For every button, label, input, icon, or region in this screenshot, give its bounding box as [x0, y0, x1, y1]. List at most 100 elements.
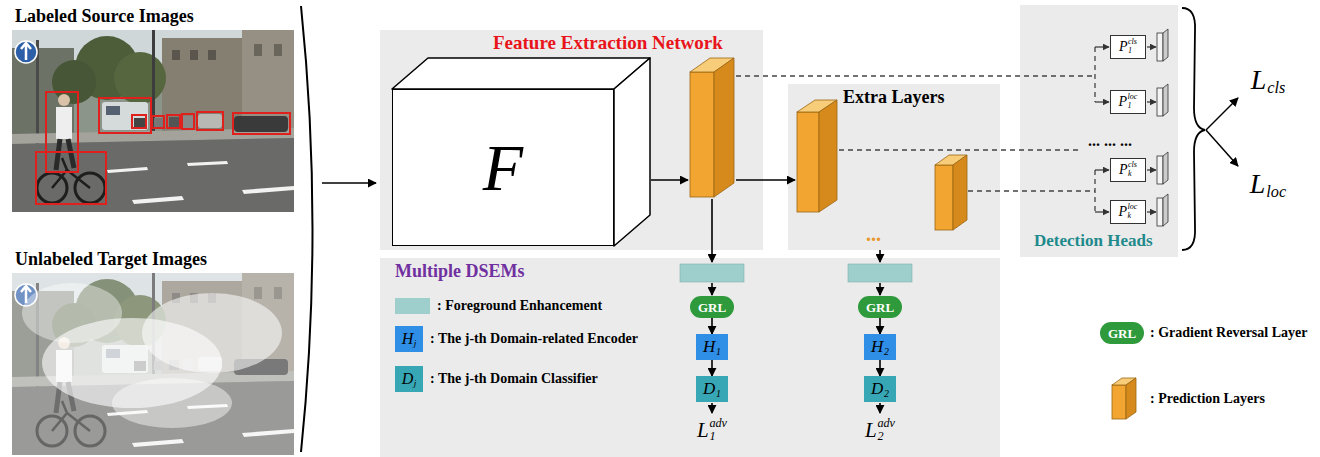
flow-arrow	[711, 199, 713, 262]
symbol-text: P	[1119, 163, 1128, 177]
script-stack: adv2	[877, 417, 895, 443]
symbol-text: H	[703, 338, 715, 355]
legend-text: : Prediction Layers	[1150, 392, 1265, 406]
encoder-box: H2	[864, 334, 896, 360]
classifier-box: D2	[864, 376, 896, 402]
box-label: GRL	[698, 301, 726, 314]
target-photo	[12, 273, 294, 455]
legend-symbol: GRL	[1108, 327, 1136, 340]
panel-ground	[380, 5, 1178, 457]
script-stack: loc1	[1128, 93, 1138, 110]
subscript-text: 1	[1128, 102, 1132, 111]
output-map	[1157, 88, 1163, 116]
output-map	[1163, 29, 1168, 61]
script-stack: j	[414, 330, 417, 349]
legend-swatch	[395, 298, 430, 314]
script-stack: lock	[1128, 203, 1138, 220]
legend-cube	[1126, 378, 1136, 419]
symbol-text: L	[865, 420, 877, 441]
prediction-layer	[797, 112, 819, 212]
box-label: H1	[703, 337, 721, 357]
symbol-text: GRL	[1108, 327, 1136, 340]
subscript-text: 1	[1128, 47, 1132, 56]
subscript-text: 2	[884, 389, 889, 399]
target-photo	[142, 293, 282, 373]
head-box: Pclsk	[1110, 158, 1146, 182]
dashed-route	[736, 75, 1095, 76]
head-box: Plock	[1110, 200, 1146, 224]
flow-arrow	[879, 403, 881, 413]
input-bracket	[301, 6, 313, 452]
detection-heads-panel: Detection HeadsPcls1Ploc1PclskPlock	[1020, 5, 1178, 257]
box-label: Ploc1	[1119, 93, 1138, 110]
subscript-text: 1	[716, 347, 721, 357]
target-photo	[112, 378, 232, 428]
script-stack: 1	[716, 337, 721, 357]
dashed-route	[736, 47, 1095, 212]
head-box: Pcls1	[1110, 35, 1146, 59]
bounding-box	[99, 98, 151, 133]
dashed-route	[1094, 170, 1095, 212]
classifier-box: D1	[696, 376, 728, 402]
head-arrow	[1147, 169, 1156, 170]
source-photo	[12, 30, 294, 212]
image-heading: Labeled Source Images	[15, 7, 194, 25]
subscript-text: j	[414, 339, 417, 349]
bounding-box	[36, 92, 290, 204]
superscript-text: cls	[1128, 161, 1137, 170]
backbone-box: F	[392, 89, 614, 246]
box-label: H2	[871, 337, 889, 357]
loss-symbol: Lcls	[1251, 63, 1286, 96]
superscript-text: adv	[709, 417, 727, 430]
output-map	[1163, 152, 1168, 184]
subscript-text: k	[1128, 212, 1132, 221]
connector-arrow	[879, 360, 881, 376]
legend-text: : Foreground Enhancement	[437, 299, 602, 313]
backbone-faces	[614, 58, 650, 246]
head-arrow	[1095, 47, 1156, 212]
dashed-route	[839, 149, 1078, 150]
head-arrow	[1147, 46, 1156, 47]
box-label: D2	[871, 379, 889, 399]
box-text: GRL	[698, 301, 726, 314]
prediction-layer	[953, 155, 967, 230]
superscript-text: adv	[877, 417, 895, 430]
legend-cube	[1112, 385, 1126, 419]
bounding-box	[152, 116, 164, 128]
box-label: F	[483, 135, 523, 201]
script-stack: 2	[884, 379, 889, 399]
bounding-box	[36, 152, 106, 204]
subscript-text: 1	[716, 389, 721, 399]
flow-arrow	[711, 403, 713, 413]
dashed-route	[968, 190, 1095, 191]
legend-text: : Gradient Reversal Layer	[1150, 326, 1307, 340]
script-stack: adv1	[709, 417, 727, 443]
symbol-text: P	[1119, 95, 1128, 109]
superscript-text: loc	[1128, 203, 1138, 212]
subscript-text: 1	[709, 430, 715, 443]
panel-title: Extra Layers	[843, 88, 944, 106]
subscript-text: loc	[1266, 184, 1286, 201]
head-arrow	[1095, 101, 1109, 102]
head-arrow	[1147, 101, 1156, 102]
box-text: GRL	[866, 301, 894, 314]
connector-arrow	[711, 360, 713, 376]
panel-title: Multiple DSEMs	[395, 262, 525, 280]
foreground-enhancement	[680, 264, 912, 282]
network-panel: Feature Extraction NetworkF	[380, 30, 763, 250]
symbol-text: L	[1251, 66, 1267, 94]
backbone-faces	[392, 58, 650, 89]
script-stack: 1	[716, 379, 721, 399]
output-map	[1157, 198, 1163, 226]
script-stack: cls1	[1128, 38, 1137, 55]
bounding-box	[182, 114, 194, 129]
bounding-box	[167, 115, 180, 128]
panel-ground	[380, 30, 763, 250]
script-stack: j	[414, 370, 417, 389]
symbol-text: H	[871, 338, 883, 355]
prediction-layer	[714, 58, 734, 197]
connector-arrow	[879, 318, 881, 334]
